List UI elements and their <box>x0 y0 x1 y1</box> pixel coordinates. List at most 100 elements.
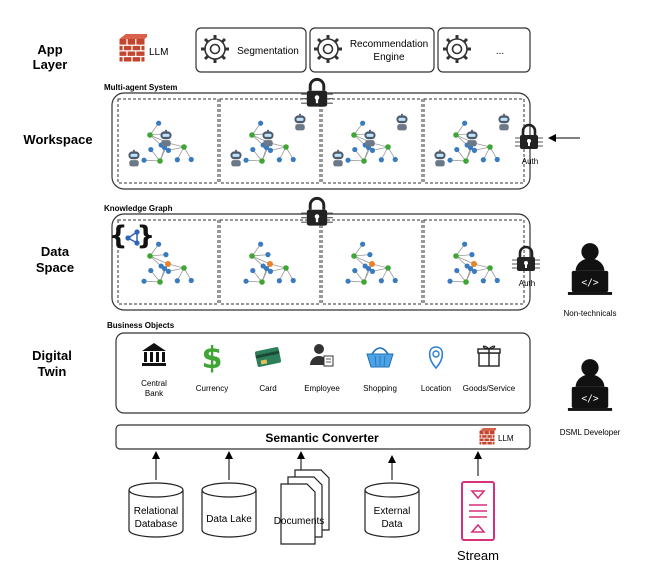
graph-node <box>148 146 154 153</box>
graph-node <box>283 265 289 271</box>
graph-node <box>267 147 274 153</box>
graph-node <box>188 277 194 284</box>
graph-node <box>447 278 453 284</box>
business-object-label: Employee <box>304 384 340 393</box>
graph-node <box>369 261 375 267</box>
graph-node <box>283 144 289 150</box>
network-panel <box>321 219 423 305</box>
business-object-label: Currency <box>196 384 228 393</box>
network-panel <box>117 98 219 184</box>
robot-agent-icon <box>160 129 172 147</box>
brick-llm-icon <box>118 34 147 63</box>
converter-llm-label: LLM <box>498 434 514 443</box>
graph-node <box>290 156 296 163</box>
graph-node <box>454 267 460 274</box>
graph-node <box>174 278 180 284</box>
robot-agent-icon <box>466 129 478 147</box>
robot-agent-icon <box>262 129 274 147</box>
graph-node <box>462 120 468 126</box>
graph-node <box>276 157 282 163</box>
graph-node <box>165 268 172 274</box>
graph-node <box>351 132 357 138</box>
source-label: Data Lake <box>206 514 252 525</box>
graph-node <box>156 120 162 126</box>
robot-agent-icon <box>332 149 344 167</box>
user-label: Non-technicals <box>564 309 617 318</box>
graph-node <box>447 157 453 163</box>
graph-node <box>147 132 153 138</box>
graph-node <box>352 146 358 153</box>
user-label: DSML Developer <box>560 428 621 437</box>
graph-node <box>163 252 169 258</box>
data-space-auth-label: Auth <box>519 279 535 288</box>
graph-node <box>148 267 154 274</box>
graph-node <box>249 132 255 138</box>
business-object-card: Card <box>254 347 282 393</box>
graph-node <box>188 156 194 163</box>
graph-node <box>258 241 264 247</box>
graph-node <box>165 147 172 153</box>
graph-node <box>181 265 187 271</box>
graph-node <box>157 279 163 285</box>
graph-node <box>157 158 163 164</box>
digital-twin-title: Business Objects <box>107 321 175 330</box>
knowledge-graph-logo: { } <box>109 221 155 251</box>
graph-node <box>471 147 478 153</box>
graph-node <box>361 279 367 285</box>
data-space-title: Knowledge Graph <box>104 204 173 213</box>
workspace-auth-label: Auth <box>522 157 538 166</box>
module-segmentation: Segmentation <box>195 27 307 73</box>
robot-agent-icon <box>128 149 140 167</box>
graph-node <box>267 268 274 274</box>
robot-agent-icon <box>294 113 306 131</box>
graph-node <box>454 146 460 153</box>
graph-node <box>267 261 273 267</box>
knowledge-graph-panels <box>117 219 525 305</box>
graph-node <box>243 157 249 163</box>
graph-node <box>259 158 265 164</box>
business-object-label: Location <box>421 384 451 393</box>
graph-node <box>367 252 373 258</box>
graph-node <box>351 253 357 259</box>
graph-node <box>378 278 384 284</box>
graph-node <box>369 147 376 153</box>
robot-agent-icon <box>364 129 376 147</box>
network-panel <box>423 98 525 184</box>
basket-icon <box>366 347 394 368</box>
graph-node <box>487 144 493 150</box>
graph-node <box>494 277 500 284</box>
module-label: Segmentation <box>237 46 299 57</box>
module-more: ... <box>437 27 531 73</box>
graph-node <box>365 265 372 272</box>
workspace-panels <box>117 98 525 184</box>
semantic-converter-label: Semantic Converter <box>265 431 379 445</box>
graph-node <box>494 156 500 163</box>
graph-node <box>463 158 469 164</box>
network-panel <box>219 219 321 305</box>
graph-node <box>480 278 486 284</box>
module-label: ... <box>496 46 504 57</box>
user-non-technicals: Non-technicals <box>564 243 617 318</box>
source-documents: Documents <box>274 469 330 545</box>
graph-node <box>243 278 249 284</box>
graph-node <box>471 261 477 267</box>
robot-agent-icon <box>230 149 242 167</box>
business-object-label: Card <box>259 384 276 393</box>
business-objects-container <box>115 332 531 414</box>
dollar-icon: $ <box>202 341 223 376</box>
developer-person-icon <box>567 243 613 295</box>
card-icon <box>254 347 282 367</box>
graph-node <box>147 253 153 259</box>
business-object-currency: $ Currency <box>196 341 228 393</box>
robot-agent-icon <box>498 113 510 131</box>
network-panel <box>321 98 423 184</box>
